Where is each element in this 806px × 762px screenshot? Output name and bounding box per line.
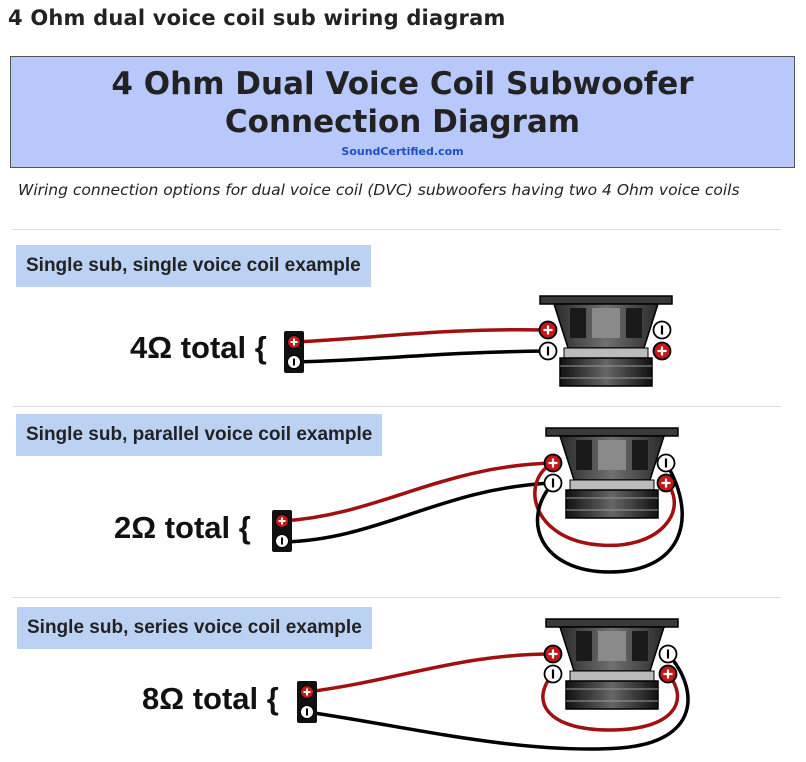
minus-terminal-icon bbox=[658, 644, 678, 664]
amp-terminal-block-icon bbox=[271, 509, 293, 553]
amp-terminal-block-icon bbox=[283, 330, 305, 374]
minus-terminal-icon bbox=[543, 473, 563, 493]
subwoofer-icon bbox=[545, 618, 679, 710]
positive-wire bbox=[306, 652, 554, 694]
negative-wire bbox=[281, 481, 554, 544]
positive-wire bbox=[281, 461, 554, 523]
subwoofer-icon bbox=[545, 427, 679, 519]
total-parallel: 2Ω total { bbox=[114, 510, 251, 545]
subwoofer-icon bbox=[539, 295, 673, 387]
parallel-jumper-positive bbox=[533, 461, 677, 548]
plus-terminal-icon bbox=[656, 473, 676, 493]
plus-terminal-icon bbox=[543, 453, 563, 473]
example-label-series: Single sub, series voice coil example bbox=[17, 607, 372, 649]
banner-source: SoundCertified.com bbox=[341, 145, 464, 158]
plus-terminal-icon bbox=[652, 341, 672, 361]
divider-top bbox=[12, 229, 781, 230]
total-series: 8Ω total { bbox=[142, 681, 279, 716]
plus-terminal-icon bbox=[538, 320, 558, 340]
parallel-jumper-negative bbox=[535, 462, 684, 574]
divider-mid-1 bbox=[12, 406, 781, 407]
negative-wire bbox=[306, 652, 690, 751]
plus-terminal-icon bbox=[543, 644, 563, 664]
example-label-parallel: Single sub, parallel voice coil example bbox=[16, 414, 383, 456]
minus-terminal-icon bbox=[652, 320, 672, 340]
example-single-diagram bbox=[283, 295, 673, 387]
divider-mid-2 bbox=[12, 597, 781, 598]
amp-terminal-block-icon bbox=[296, 680, 318, 724]
banner-title: 4 Ohm Dual Voice Coil Subwoofer Connecti… bbox=[111, 66, 694, 140]
negative-wire bbox=[293, 349, 549, 364]
minus-terminal-icon bbox=[543, 664, 563, 684]
plus-terminal-icon bbox=[658, 664, 678, 684]
diagram-caption: Wiring connection options for dual voice… bbox=[18, 181, 740, 199]
minus-terminal-icon bbox=[656, 453, 676, 473]
positive-wire bbox=[293, 328, 549, 344]
diagram-banner: 4 Ohm Dual Voice Coil Subwoofer Connecti… bbox=[10, 56, 795, 168]
series-jumper bbox=[541, 672, 680, 732]
page-heading: 4 Ohm dual voice coil sub wiring diagram bbox=[8, 6, 506, 30]
minus-terminal-icon bbox=[538, 341, 558, 361]
total-single: 4Ω total { bbox=[130, 330, 267, 365]
example-label-single: Single sub, single voice coil example bbox=[16, 245, 371, 287]
